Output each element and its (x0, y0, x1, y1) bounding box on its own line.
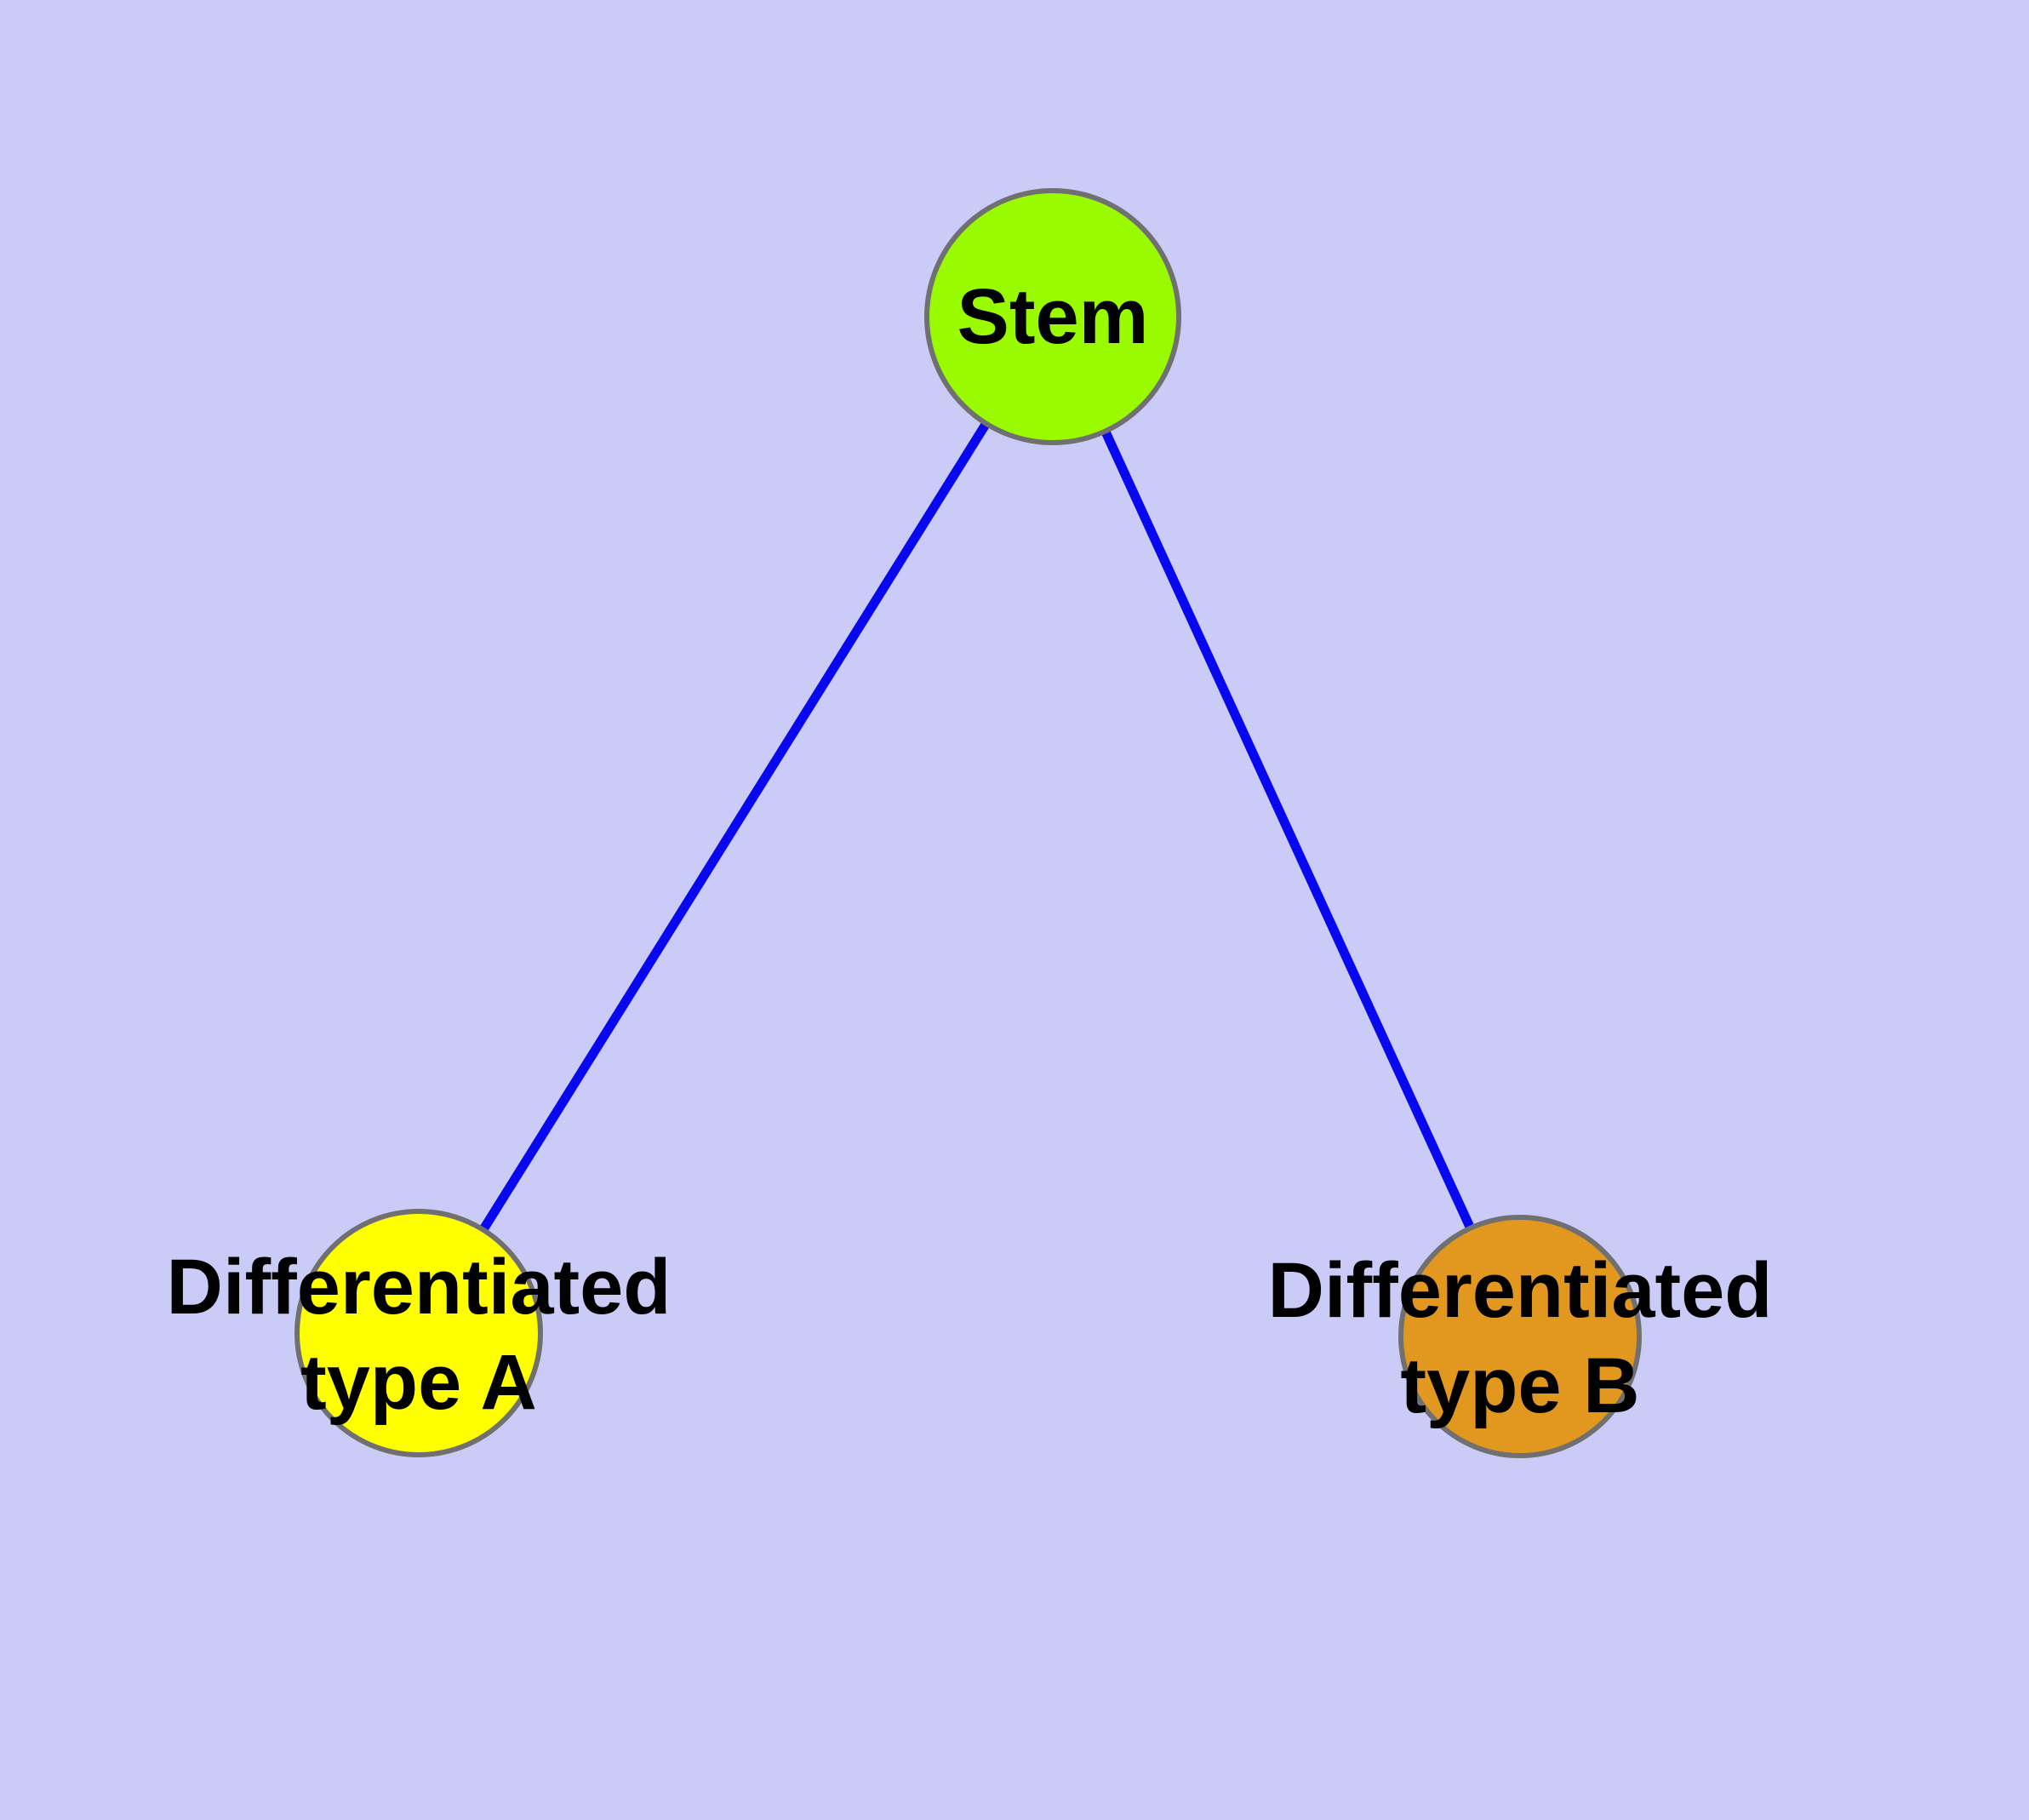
node-circle-stem (924, 188, 1181, 445)
node-label-type-b-line1: Differentiated (1268, 1247, 1773, 1334)
node-label-stem: Stem (957, 273, 1149, 360)
node-label-type-b-line2: type B (1400, 1342, 1639, 1429)
edge-stem-to-type-a (414, 314, 1057, 1336)
node-label-type-a-line1: Differentiated (167, 1244, 672, 1331)
node-circle-differentiated-type-b (1398, 1215, 1642, 1458)
node-circle-differentiated-type-a (294, 1209, 543, 1457)
node-label-type-a-line2: type A (300, 1339, 537, 1426)
edge-stem-to-type-b (1049, 314, 1524, 1339)
